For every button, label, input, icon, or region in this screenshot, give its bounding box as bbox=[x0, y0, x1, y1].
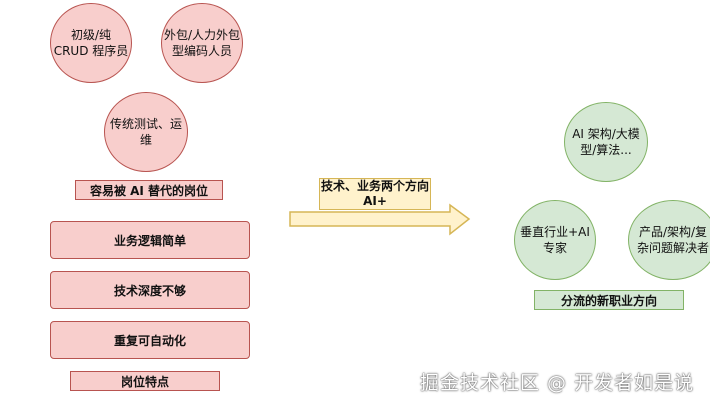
circle-crud-programmer: 初级/纯 CRUD 程序员 bbox=[50, 3, 132, 83]
arrow-label: 技术、业务两个方向 AI+ bbox=[319, 178, 431, 210]
trait-shallow-depth: 技术深度不够 bbox=[50, 271, 250, 309]
circle-vertical-industry-ai: 垂直行业+AI 专家 bbox=[514, 200, 596, 280]
arrow-shape bbox=[289, 203, 471, 236]
circle-ai-architecture: AI 架构/大模 型/算法... bbox=[564, 102, 648, 182]
trait-automatable: 重复可自动化 bbox=[50, 321, 250, 359]
traits-caption: 岗位特点 bbox=[70, 371, 220, 391]
circle-outsourced-coder: 外包/人力外包 型编码人员 bbox=[161, 3, 243, 83]
replaceable-roles-caption: 容易被 AI 替代的岗位 bbox=[75, 180, 223, 200]
circle-product-architecture: 产品/架构/复 杂问题解决者 bbox=[628, 200, 710, 280]
circle-traditional-test-ops: 传统测试、运 维 bbox=[104, 92, 188, 172]
trait-simple-logic: 业务逻辑简单 bbox=[50, 221, 250, 259]
watermark: 掘金技术社区 @ 开发者如是说 bbox=[420, 372, 695, 394]
new-directions-caption: 分流的新职业方向 bbox=[534, 290, 684, 310]
